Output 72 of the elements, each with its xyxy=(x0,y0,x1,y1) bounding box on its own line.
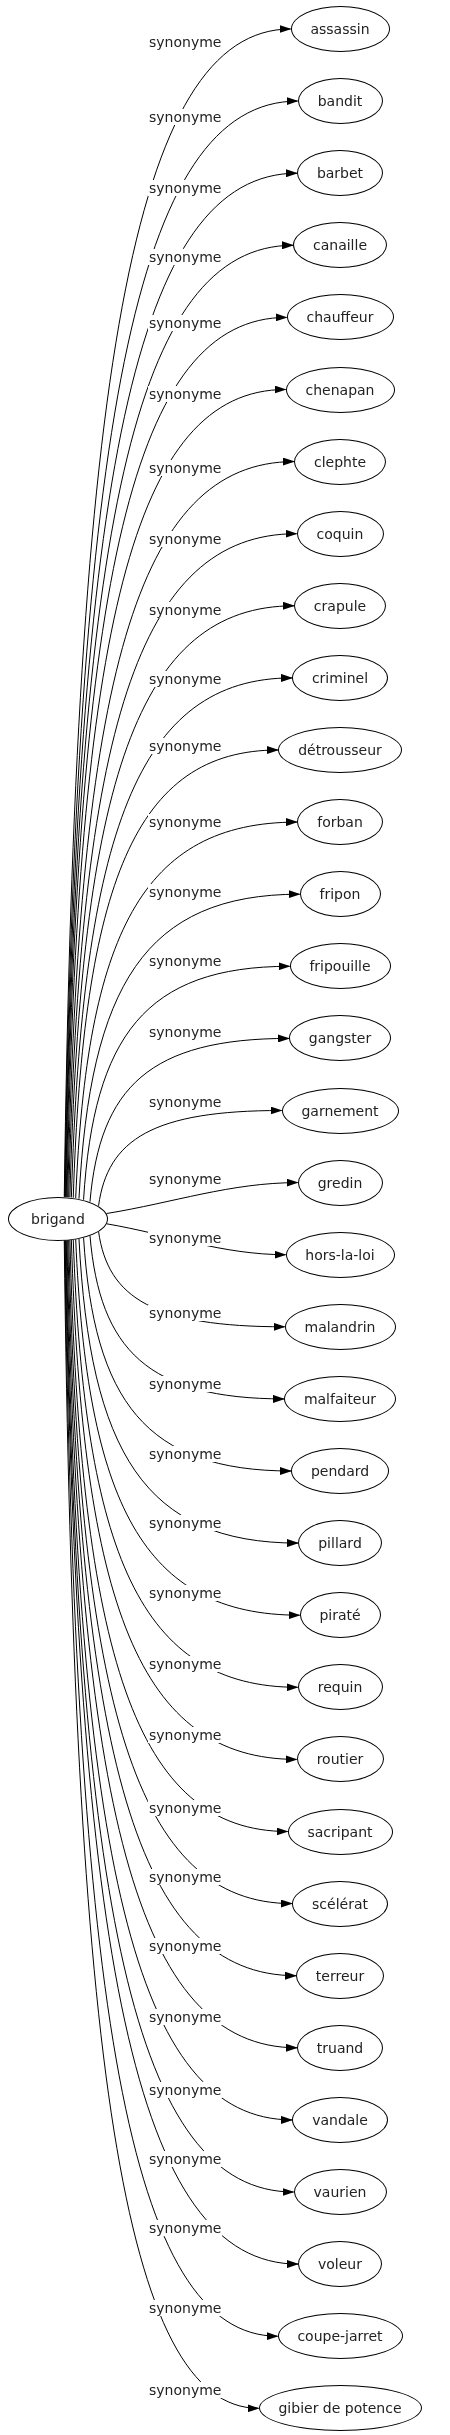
arrow xyxy=(83,962,291,1201)
edge-label: synonyme xyxy=(148,315,223,332)
arrow xyxy=(83,1237,292,1475)
synonym-ellipse: routier xyxy=(296,1736,384,1783)
edge-label: synonyme xyxy=(148,2008,223,2025)
arrow xyxy=(72,746,279,1199)
synonym-ellipse: gredin xyxy=(297,1159,383,1206)
synonym-ellipse: chauffeur xyxy=(286,294,394,341)
edge-label: synonyme xyxy=(148,179,223,196)
synonym-ellipse: chenapan xyxy=(285,366,395,413)
synonym-ellipse: détrousseur xyxy=(278,727,402,773)
edge-label: synonyme xyxy=(148,1938,223,1955)
synonym-ellipse: pillard xyxy=(298,1520,382,1567)
arrow xyxy=(98,1106,283,1207)
arrow xyxy=(75,818,298,1199)
synonym-ellipse: assassin xyxy=(290,6,390,52)
edge-label: synonyme xyxy=(148,813,223,830)
synonym-ellipse: coquin xyxy=(296,510,384,557)
edge-label: synonyme xyxy=(148,1726,223,1743)
edge-label: synonyme xyxy=(148,459,223,476)
edge-label: synonyme xyxy=(148,109,223,126)
synonym-ellipse: voleur xyxy=(298,2241,382,2288)
synonym-ellipse: crapule xyxy=(294,582,386,629)
edge-label: synonyme xyxy=(148,1869,223,1886)
edge-label: synonyme xyxy=(148,248,223,265)
synonym-ellipse: vandale xyxy=(292,2096,388,2143)
synonym-ellipse: pendard xyxy=(291,1448,389,1494)
synonym-ellipse: vaurien xyxy=(293,2169,387,2215)
edge-label: synonyme xyxy=(148,2300,223,2317)
source-word-ellipse: brigand xyxy=(8,1196,108,1241)
arrow xyxy=(89,1034,290,1203)
edge-label: synonyme xyxy=(148,2219,223,2236)
edge-label: synonyme xyxy=(148,1800,223,1817)
synonym-ellipse: clephte xyxy=(294,438,386,485)
edge-label: synonyme xyxy=(148,2381,223,2398)
synonym-ellipse: sacripant xyxy=(287,1808,393,1855)
synonym-ellipse: requin xyxy=(297,1664,383,1711)
edge-label: synonyme xyxy=(148,531,223,548)
synonym-ellipse: terreur xyxy=(296,1952,384,1999)
synonym-ellipse: barbet xyxy=(297,150,383,197)
edge-label: synonyme xyxy=(148,386,223,402)
edge-label: synonyme xyxy=(148,671,223,688)
synonym-ellipse: coupe-jarret xyxy=(277,2313,403,2360)
synonym-ellipse: malandrin xyxy=(284,1303,396,1350)
synonym-ellipse: scélérat xyxy=(292,1880,388,1927)
edge-label: synonyme xyxy=(148,2081,223,2098)
edge-label: synonyme xyxy=(148,1305,223,1322)
synonym-ellipse: malfaiteur xyxy=(284,1375,396,1422)
synonym-ellipse: fripouille xyxy=(289,943,391,990)
edge-label: synonyme xyxy=(148,884,223,901)
edge-label: synonyme xyxy=(148,1515,223,1532)
edge-label: synonyme xyxy=(148,1585,223,1601)
synonym-ellipse: canaille xyxy=(293,222,387,269)
synonym-ellipse: hors-la-loi xyxy=(285,1231,395,1278)
edge-label: synonyme xyxy=(148,1230,223,1247)
synonym-ellipse: fripon xyxy=(299,871,381,918)
edge-label: synonyme xyxy=(148,1445,223,1462)
synonym-ellipse: criminel xyxy=(292,654,388,701)
synonym-ellipse: gibier de potence xyxy=(258,2385,422,2432)
edge-label: synonyme xyxy=(148,2150,223,2167)
edge-label: synonyme xyxy=(148,1656,223,1673)
arrow xyxy=(78,1238,299,1547)
synonym-ellipse: piraté xyxy=(299,1592,381,1639)
edge-label: synonyme xyxy=(148,601,223,618)
arrow xyxy=(106,1178,299,1214)
synonym-ellipse: bandit xyxy=(297,78,383,125)
synonym-ellipse: garnement xyxy=(281,1087,399,1134)
edge-label: synonyme xyxy=(148,738,223,755)
edge-label: synonyme xyxy=(148,1376,223,1393)
synonym-ellipse: forban xyxy=(297,799,383,846)
synonym-ellipse: truand xyxy=(297,2024,383,2071)
synonym-ellipse: gangster xyxy=(289,1015,391,1062)
